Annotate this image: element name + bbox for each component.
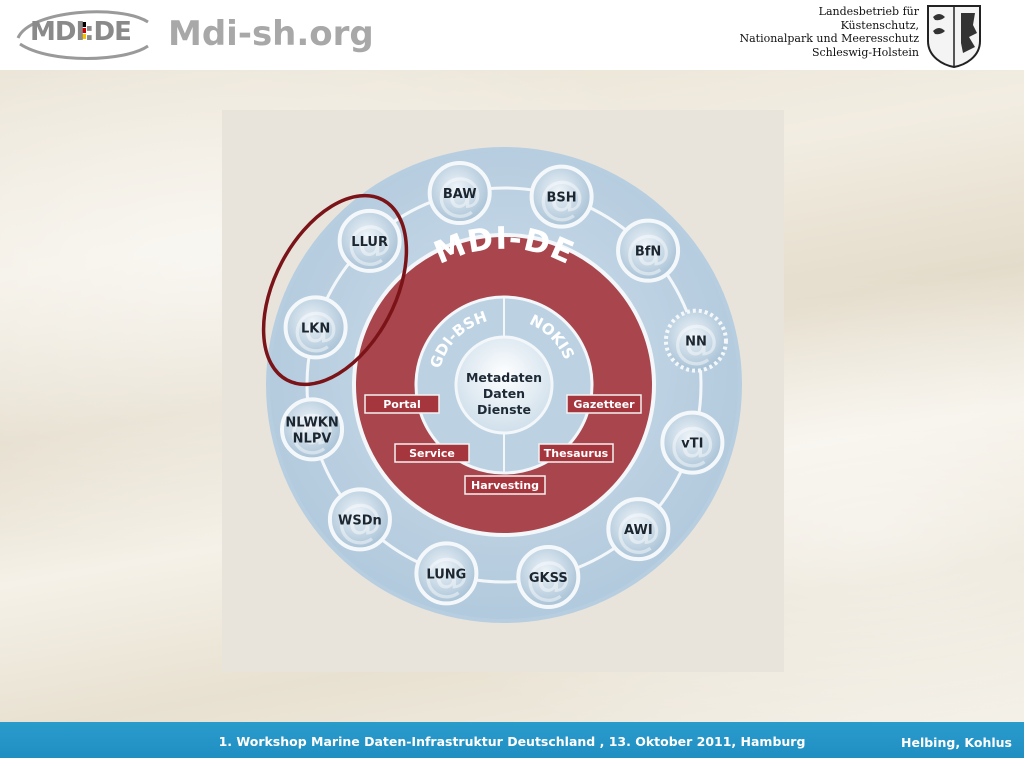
core-circle <box>454 335 554 435</box>
footer-bottom-strip <box>0 758 1024 768</box>
partner-node-bsh[interactable]: @BSH <box>529 164 594 229</box>
gazetteer-label: Gazetteer <box>573 398 635 411</box>
node-label: GKSS <box>529 571 568 586</box>
node-label: NLPV <box>293 431 332 446</box>
node-circle <box>427 161 492 226</box>
node-label: vTI <box>681 437 703 452</box>
node-circle <box>516 544 581 609</box>
thesaurus-label: Thesaurus <box>544 447 609 460</box>
gazetteer-tag: Gazetteer <box>566 394 642 414</box>
agency-line: Schleswig-Holstein <box>811 45 919 59</box>
mdi-de-logo[interactable]: MDI:DE <box>10 4 155 64</box>
node-label: LLUR <box>351 235 388 250</box>
partner-node-wsdn[interactable]: @WSDn <box>327 487 392 552</box>
core-label: Daten <box>483 386 525 401</box>
node-label: NLWKN <box>285 415 338 430</box>
node-label: BSH <box>547 191 577 206</box>
partner-node-lkn[interactable]: @LKN <box>283 295 348 360</box>
footer-authors: Helbing, Kohlus <box>901 735 1012 750</box>
site-title[interactable]: Mdi-sh.org <box>168 14 374 54</box>
at-sign-icon: @ <box>673 315 719 369</box>
footer-event-text: 1. Workshop Marine Daten-Infrastruktur D… <box>218 734 806 749</box>
partner-node-awi[interactable]: @AWI <box>606 497 671 562</box>
partner-nodes: @BAW@BSH@BfN@NN@vTI@AWI@GKSS@LUNG@WSDn@N… <box>280 161 728 609</box>
partner-node-lung[interactable]: @LUNG <box>414 541 479 606</box>
highlight-ellipse <box>261 193 409 387</box>
node-circle <box>337 208 402 273</box>
at-sign-icon: @ <box>625 225 671 279</box>
coat-of-arms-icon <box>927 5 981 69</box>
portal-tag: Portal <box>364 394 440 414</box>
node-label: NN <box>685 335 707 350</box>
logo-text: MDI:DE <box>30 17 132 47</box>
at-sign-icon: @ <box>539 171 585 225</box>
partner-node-gkss[interactable]: @GKSS <box>516 544 581 609</box>
agency-line: Küstenschutz, <box>840 18 919 32</box>
logo-swoosh-icon <box>16 10 149 60</box>
node-circle <box>529 164 594 229</box>
node-circle <box>660 410 725 475</box>
node-label: BfN <box>635 245 661 260</box>
node-circle <box>283 295 348 360</box>
at-sign-icon: @ <box>525 551 571 605</box>
node-label: LKN <box>301 321 330 336</box>
harvesting-tag: Harvesting <box>464 475 546 495</box>
partner-node-bfn[interactable]: @BfN <box>616 218 681 283</box>
partner-node-nn[interactable]: @NN <box>663 308 728 373</box>
node-label: AWI <box>624 523 653 538</box>
mdi-de-network-diagram: MDI-DE GDI-BSH NOKIS Metadaten Daten Die… <box>261 147 742 623</box>
partner-node-vti[interactable]: @vTI <box>660 410 725 475</box>
core-label: Metadaten <box>466 370 542 385</box>
node-circle <box>606 497 671 562</box>
node-circle <box>414 541 479 606</box>
node-circle <box>327 487 392 552</box>
node-circle <box>663 308 728 373</box>
node-circle <box>616 218 681 283</box>
at-sign-icon: @ <box>615 503 661 557</box>
at-sign-icon: @ <box>669 417 715 471</box>
service-tag: Service <box>394 443 470 463</box>
agency-line: Nationalpark und Meeresschutz <box>739 32 919 45</box>
agency-line: Landesbetrieb für <box>818 5 919 18</box>
node-label: BAW <box>443 187 477 202</box>
service-label: Service <box>409 447 455 460</box>
agency-name: Landesbetrieb für Küstenschutz, National… <box>739 5 919 59</box>
partner-node-baw[interactable]: @BAW <box>427 161 492 226</box>
node-label: WSDn <box>338 513 382 528</box>
harvesting-label: Harvesting <box>471 479 539 492</box>
node-label: LUNG <box>426 567 466 582</box>
at-sign-icon: @ <box>423 547 469 601</box>
at-sign-icon: @ <box>289 403 335 457</box>
at-sign-icon: @ <box>347 215 393 269</box>
core-label: Dienste <box>477 402 531 417</box>
partner-node-llur[interactable]: @LLUR <box>337 208 402 273</box>
at-sign-icon: @ <box>437 167 483 221</box>
at-sign-icon: @ <box>293 301 339 355</box>
header-bar: MDI:DE Mdi-sh.org Landesbetrieb für Küst… <box>0 0 1024 70</box>
node-circle <box>280 397 345 462</box>
at-sign-icon: @ <box>337 493 383 547</box>
thesaurus-tag: Thesaurus <box>538 443 614 463</box>
footer-bar <box>0 722 1024 758</box>
portal-label: Portal <box>383 398 421 411</box>
